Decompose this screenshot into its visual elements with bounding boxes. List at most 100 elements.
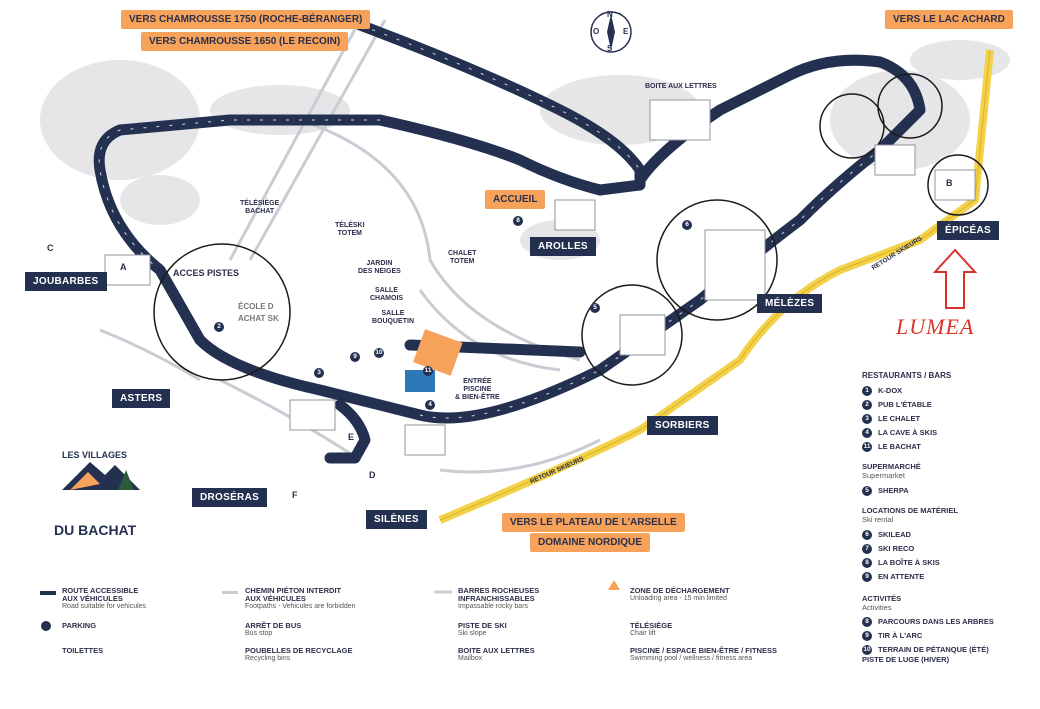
- village-arolles: AROLLES: [530, 237, 596, 256]
- building-letter-d: D: [369, 470, 376, 480]
- building-letter-f: F: [292, 490, 298, 500]
- legend-arret-title: ARRÊT DE BUS: [245, 621, 302, 630]
- legend-sherpa-text: SHERPA: [878, 486, 909, 495]
- legend-piscine-sub: Swimming pool / wellness / fitness area: [630, 655, 753, 662]
- building-letter-b: B: [946, 178, 953, 188]
- legend-activites: ACTIVITÉS Activities: [862, 594, 901, 612]
- legend-act-8-num: 8: [862, 617, 872, 628]
- legend-rest-11: 11 LE BACHAT: [862, 442, 921, 453]
- legend-rental-9-text: EN ATTENTE: [878, 572, 925, 581]
- legend-arret: ARRÊT DE BUS Bus stop: [245, 622, 301, 638]
- buildings: [104, 99, 976, 456]
- legend-rental-6-num: 6: [862, 530, 872, 541]
- legend-rental-9-num: 9: [862, 572, 872, 583]
- building-letter-e: E: [348, 432, 355, 442]
- highlight-circles: [153, 73, 989, 386]
- village-asters: ASTERS: [112, 389, 171, 408]
- legend-act-8: 8 PARCOURS DANS LES ARBRES: [862, 617, 994, 628]
- legend-act-10-text: TERRAIN DE PÉTANQUE (ÉTÉ) PISTE DE LUGE …: [862, 645, 989, 665]
- legend-supermarche-title: SUPERMARCHÉ: [862, 462, 921, 471]
- map-number-4: 4: [425, 400, 435, 410]
- label-salle-bouquetin: SALLE BOUQUETIN: [372, 310, 414, 325]
- legend-rest-3: 3 LE CHALET: [862, 414, 921, 425]
- legend-piscine-title: PISCINE / ESPACE BIEN-ÊTRE / FITNESS: [630, 646, 777, 655]
- logo-line2: DU BACHAT: [54, 522, 137, 538]
- legend-piste-sub: Ski slope: [458, 630, 487, 637]
- legend-rental-7-text: SKI RECO: [878, 544, 915, 553]
- legend-rental-6: 6 SKILEAD: [862, 530, 911, 541]
- legend-locations: LOCATIONS DE MATÉRIEL Ski rental: [862, 506, 958, 524]
- label-acces-pistes: ACCES PISTES: [173, 268, 240, 278]
- legend-locations-sub: Ski rental: [862, 515, 894, 524]
- legend-zone-sub: Unloading area - 15 min limited: [630, 595, 727, 602]
- dir-domaine-nordique: DOMAINE NORDIQUE: [530, 533, 650, 552]
- compass: [590, 11, 632, 53]
- label-telesiege: TÉLÉSIÈGE BACHAT: [240, 200, 280, 215]
- main-road: [93, 19, 926, 464]
- legend-poubelles-title: POUBELLES DE RECYCLAGE: [245, 646, 353, 655]
- legend-zone: ZONE DE DÉCHARGEMENT Unloading area - 15…: [630, 587, 730, 603]
- legend-rental-7: 7 SKI RECO: [862, 544, 915, 555]
- village-silenes: SILÈNES: [366, 510, 427, 529]
- footpaths: [99, 19, 601, 474]
- dir-chamrousse-1750: VERS CHAMROUSSE 1750 (ROCHE-BÉRANGER): [121, 10, 371, 29]
- label-achat: ACHAT SK: [238, 314, 279, 323]
- label-entree-piscine: ENTRÉE PISCINE & BIEN-ÊTRE: [455, 378, 500, 401]
- dir-lac-achard: VERS LE LAC ACHARD: [885, 10, 1013, 29]
- legend-boite-title: BOITE AUX LETTRES: [458, 646, 535, 655]
- legend-locations-title: LOCATIONS DE MATÉRIEL: [862, 506, 958, 515]
- legend-telesiege-title: TÉLÉSIÈGE: [630, 621, 673, 630]
- village-joubarbes: JOUBARBES: [25, 272, 107, 291]
- label-boite-lettres: BOITE AUX LETTRES: [645, 83, 717, 90]
- map-number-11: 11: [423, 366, 433, 376]
- legend-rest-11-num: 11: [862, 442, 872, 453]
- legend-route-sub: Road suitable for vehicules: [62, 603, 147, 610]
- legend-parking-title: PARKING: [62, 621, 97, 630]
- legend-rest-3-num: 3: [862, 414, 872, 425]
- legend-sherpa-num: 5: [862, 486, 872, 497]
- label-jardin: JARDIN DES NEIGES: [358, 260, 401, 275]
- legend-rest-11-text: LE BACHAT: [878, 442, 921, 451]
- map-number-6: 6: [682, 220, 692, 230]
- legend-rental-8-num: 8: [862, 558, 872, 569]
- label-salle-chamois: SALLE CHAMOIS: [370, 287, 404, 302]
- legend-barres-sub: Impassable rocky bars: [458, 603, 529, 610]
- village-epiceas: ÉPICÉAS: [937, 221, 1000, 240]
- legend-telesiege-sub: Chair lift: [630, 630, 656, 637]
- legend-act-9-text: TIR À L'ARC: [878, 631, 923, 640]
- map-number-2: 2: [214, 322, 224, 332]
- compass-e: E: [623, 27, 629, 36]
- legend-swatches: [40, 580, 620, 631]
- accueil-tag: ACCUEIL: [485, 190, 546, 209]
- map-number-3: 3: [314, 368, 324, 378]
- legend-toilettes: TOILETTES: [62, 647, 103, 655]
- legend-rest-3-text: LE CHALET: [878, 414, 921, 423]
- legend-rental-6-text: SKILEAD: [878, 530, 911, 539]
- logo-mountain: [62, 462, 140, 490]
- legend-poubelles-sub: Recycling bins: [245, 655, 291, 662]
- legend-activites-sub: Activities: [862, 603, 892, 612]
- lumea-annotation: LUMEA: [896, 314, 975, 339]
- legend-rest-2-text: PUB L'ÉTABLE: [878, 400, 932, 409]
- legend-act-8-text: PARCOURS DANS LES ARBRES: [878, 617, 994, 626]
- map-number-10: 10: [374, 348, 384, 358]
- legend-chemin-sub: Footpaths - Vehicules are forbidden: [245, 603, 356, 610]
- building-letter-c: C: [47, 243, 54, 253]
- salle-building: [413, 329, 463, 376]
- map-number-8: 8: [513, 216, 523, 226]
- dir-chamrousse-1650: VERS CHAMROUSSE 1650 (LE RECOIN): [141, 32, 349, 51]
- legend-toilettes-title: TOILETTES: [62, 646, 104, 655]
- legend-supermarche: SUPERMARCHÉ Supermarket: [862, 462, 921, 480]
- village-droseras: DROSÉRAS: [192, 488, 268, 507]
- legend-rest-4-text: LA CAVE À SKIS: [878, 428, 938, 437]
- legend-rental-7-num: 7: [862, 544, 872, 555]
- lumea-arrow: [932, 248, 978, 309]
- map-number-9: 9: [350, 352, 360, 362]
- legend-parking: PARKING: [62, 622, 96, 630]
- legend-restaurants-title: RESTAURANTS / BARS: [862, 371, 952, 380]
